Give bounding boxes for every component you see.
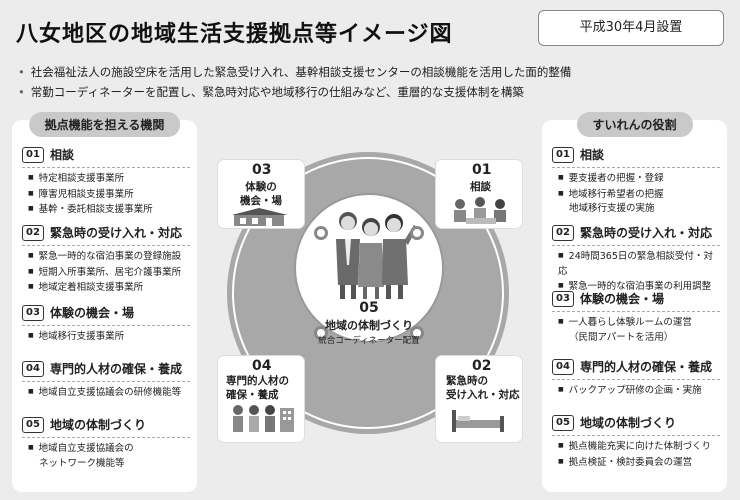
list-item: 地域自立支援協議会の — [28, 441, 190, 457]
center-circle — [294, 193, 444, 343]
right-section-04: 04 専門的人材の確保・養成 バックアップ研修の企画・実施 — [552, 358, 720, 399]
left-panel-title: 拠点機能を担える機関 — [28, 112, 181, 137]
center-number: 05 — [359, 300, 379, 316]
list-item: 緊急一時的な宿泊事業の利用調整 — [558, 279, 720, 295]
left-section-02: 02 緊急時の受け入れ・対応 緊急一時的な宿泊事業の登録施設 短期入所事業所、居宅… — [22, 224, 190, 296]
center-title: 地域の体制づくり — [325, 319, 413, 332]
house-icon — [232, 208, 288, 226]
summary-bullets: •社会福祉法人の施設空床を活用した緊急受け入れ、基幹相談支援センターの相談機能を… — [18, 62, 571, 102]
ring-node — [314, 326, 328, 340]
section-number: 04 — [552, 358, 574, 375]
function-card-02: 02 緊急時の 受け入れ・対応 — [436, 356, 522, 442]
section-number: 01 — [22, 146, 44, 163]
left-section-01: 01 相談 特定相談支援事業所 障害児相談支援事業所 基幹・委託相談支援事業所 — [22, 146, 190, 218]
section-title: 相談 — [50, 148, 75, 162]
card-label: 確保・養成 — [226, 389, 279, 401]
right-section-03: 03 体験の機会・場 一人暮らし体験ルームの運営 （民間アパートを活用） — [552, 290, 720, 345]
list-item: 地域定着相談支援事業所 — [28, 280, 190, 296]
coordinator-people-icon — [336, 212, 417, 299]
ring-node — [410, 326, 424, 340]
card-label: 相談 — [470, 181, 491, 193]
list-item: 拠点検証・検討委員会の運営 — [558, 455, 720, 471]
ring-outline — [232, 157, 504, 429]
section-title: 地域の体制づくり — [50, 418, 147, 432]
section-number: 05 — [22, 416, 44, 433]
section-title: 専門的人材の確保・養成 — [580, 360, 713, 374]
list-item: 短期入所事業所、居宅介護事業所 — [28, 265, 190, 281]
function-card-01: 01 相談 — [436, 160, 522, 228]
left-section-05: 05 地域の体制づくり 地域自立支援協議会の ネットワーク機能等 — [22, 416, 190, 471]
staff-people-icon — [233, 405, 294, 432]
card-label: 機会・場 — [240, 195, 282, 207]
section-number: 05 — [552, 414, 574, 431]
card-number: 03 — [252, 162, 272, 178]
list-item: 要支援者の把握・登録 — [558, 171, 720, 187]
list-item: 地域移行支援事業所 — [28, 329, 190, 345]
list-item: 特定相談支援事業所 — [28, 171, 190, 187]
list-item: 地域自立支援協議会の研修機能等 — [28, 385, 190, 401]
left-panel-institutions: 拠点機能を担える機関 01 相談 特定相談支援事業所 障害児相談支援事業所 基幹・… — [12, 112, 197, 492]
card-number: 01 — [472, 162, 492, 178]
right-panel-title: すいれんの役割 — [576, 112, 693, 137]
card-number: 02 — [472, 358, 492, 374]
section-number: 02 — [552, 224, 574, 241]
summary-bullet: •社会福祉法人の施設空床を活用した緊急受け入れ、基幹相談支援センターの相談機能を… — [18, 65, 572, 79]
section-number: 04 — [22, 360, 44, 377]
center-subtitle: 統合コーディネーター配置 — [318, 336, 420, 346]
bed-icon — [452, 410, 504, 432]
card-label: 緊急時の — [446, 375, 488, 387]
section-number: 03 — [552, 290, 574, 307]
section-title: 相談 — [580, 148, 605, 162]
list-item: 緊急一時的な宿泊事業の登録施設 — [28, 249, 190, 265]
left-section-03: 03 体験の機会・場 地域移行支援事業所 — [22, 304, 190, 345]
summary-bullet: •常勤コーディネーターを配置し、緊急時対応や地域移行の仕組みなど、重層的な支援体… — [18, 85, 524, 99]
list-item-continued: （民間アパートを活用） — [569, 331, 674, 343]
list-item: 基幹・委託相談支援事業所 — [28, 202, 190, 218]
list-item: 24時間365日の緊急相談受付・対応 — [558, 249, 720, 279]
section-title: 体験の機会・場 — [50, 306, 135, 320]
list-item-continued: 地域移行支援の実施 — [569, 203, 655, 214]
list-item: バックアップ研修の企画・実施 — [558, 383, 720, 399]
ring-node — [410, 226, 424, 240]
section-title: 体験の機会・場 — [580, 292, 665, 306]
right-section-01: 01 相談 要支援者の把握・登録 地域移行希望者の把握 地域移行支援の実施 — [552, 146, 720, 217]
section-title: 専門的人材の確保・養成 — [50, 362, 183, 376]
bullet-dot-icon: • — [18, 85, 25, 99]
list-item: 一人暮らし体験ルームの運営 — [558, 315, 720, 331]
card-label: 専門的人材の — [226, 375, 289, 387]
section-title: 緊急時の受け入れ・対応 — [580, 226, 713, 240]
section-title: 緊急時の受け入れ・対応 — [50, 226, 183, 240]
card-label: 体験の — [245, 181, 277, 193]
meeting-people-icon — [454, 197, 506, 224]
list-item: 地域移行希望者の把握 — [558, 187, 720, 203]
function-card-03: 03 体験の 機会・場 — [218, 160, 304, 228]
right-section-02: 02 緊急時の受け入れ・対応 24時間365日の緊急相談受付・対応 緊急一時的な宿… — [552, 224, 720, 295]
section-number: 01 — [552, 146, 574, 163]
function-card-04: 04 専門的人材の 確保・養成 — [218, 356, 304, 442]
card-label: 受け入れ・対応 — [446, 389, 520, 401]
right-panel-suiren-role: すいれんの役割 01 相談 要支援者の把握・登録 地域移行希望者の把握 地域移行支… — [542, 112, 727, 492]
bullet-dot-icon: • — [18, 65, 25, 79]
list-item-continued: ネットワーク機能等 — [39, 457, 125, 469]
right-section-05: 05 地域の体制づくり 拠点機能充実に向けた体制づくり 拠点検証・検討委員会の運営 — [552, 414, 720, 470]
list-item: 障害児相談支援事業所 — [28, 187, 190, 203]
left-section-04: 04 専門的人材の確保・養成 地域自立支援協議会の研修機能等 — [22, 360, 190, 401]
section-number: 02 — [22, 224, 44, 241]
list-item: 拠点機能充実に向けた体制づくり — [558, 439, 720, 455]
card-number: 04 — [252, 358, 272, 374]
section-number: 03 — [22, 304, 44, 321]
ring-node — [314, 226, 328, 240]
page-title: 八女地区の地域生活支援拠点等イメージ図 — [16, 22, 453, 47]
section-title: 地域の体制づくり — [580, 416, 677, 430]
established-date-box: 平成30年4月設置 — [538, 10, 724, 46]
